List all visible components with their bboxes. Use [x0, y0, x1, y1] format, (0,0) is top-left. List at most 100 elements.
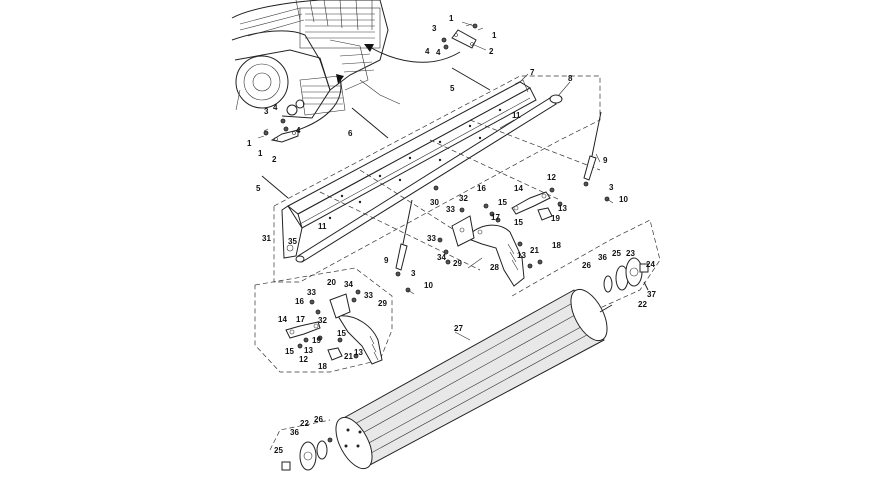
dashed-frame-lower-left [254, 267, 393, 373]
bracket-14-right [511, 187, 555, 221]
drive-assembly-left [281, 437, 333, 471]
callout: 22 [638, 300, 647, 309]
rod-5-top [451, 67, 491, 91]
callout: 13 [354, 348, 363, 357]
arrow-head-top [364, 44, 374, 52]
callout: 6 [348, 129, 353, 138]
callout: 15 [285, 347, 294, 356]
callout: 5 [256, 184, 261, 193]
callout: 19 [551, 214, 560, 223]
callout: 16 [295, 297, 304, 306]
callout: 4 [425, 47, 430, 56]
callout: 8 [568, 74, 573, 83]
callout: 27 [454, 324, 463, 333]
callout: 29 [453, 259, 462, 268]
callout: 25 [274, 446, 283, 455]
callout: 35 [288, 237, 297, 246]
dashed-guides [319, 119, 601, 271]
callout: 15 [514, 218, 523, 227]
main-frame [281, 79, 537, 259]
callout: 20 [327, 278, 336, 287]
callout: 36 [290, 428, 299, 437]
callout: 13 [517, 251, 526, 260]
hardware-right-cluster [433, 185, 563, 269]
callout: 34 [437, 253, 446, 262]
callout: 21 [530, 246, 539, 255]
callout: 33 [307, 288, 316, 297]
callout: 2 [272, 155, 277, 164]
callout: 26 [314, 415, 323, 424]
gas-spring-center [395, 199, 413, 277]
callout: 23 [626, 249, 635, 258]
arrow-line-top [367, 45, 461, 63]
callout: 1 [258, 149, 263, 158]
machine-body [231, 0, 401, 119]
callout: 32 [459, 194, 468, 203]
callout: 33 [446, 205, 455, 214]
callout: 14 [514, 184, 523, 193]
drive-assembly-right [603, 257, 649, 293]
callout: 36 [598, 253, 607, 262]
callout: 3 [609, 183, 614, 192]
callout: 24 [646, 260, 655, 269]
callout: 5 [450, 84, 455, 93]
callout: 17 [296, 315, 305, 324]
leader-lines [454, 21, 601, 341]
callout: 14 [278, 315, 287, 324]
bracket-top [441, 23, 484, 50]
dashed-frame-left-drive [269, 419, 331, 451]
callout: 22 [300, 419, 309, 428]
arrow-head-left [336, 74, 344, 84]
callout: 31 [262, 234, 271, 243]
callout: 33 [364, 291, 373, 300]
dashed-frame-upper [273, 75, 601, 283]
callout: 18 [318, 362, 327, 371]
callout: 17 [491, 213, 500, 222]
callout: 15 [337, 329, 346, 338]
callout: 13 [558, 204, 567, 213]
callout: 16 [477, 184, 486, 193]
callout: 29 [378, 299, 387, 308]
callout: 9 [384, 256, 389, 265]
callout: 10 [619, 195, 628, 204]
callout: 18 [552, 241, 561, 250]
callout: 13 [304, 346, 313, 355]
gas-spring-right [583, 111, 602, 187]
callout: 26 [582, 261, 591, 270]
callout: 1 [449, 14, 454, 23]
callout: 11 [512, 111, 521, 120]
side-plate-28 [451, 215, 525, 287]
callout: 10 [424, 281, 433, 290]
callout: 34 [344, 280, 353, 289]
callout: 12 [299, 355, 308, 364]
callout: 28 [490, 263, 499, 272]
dashed-frame-drive [511, 219, 661, 309]
roller-27 [335, 288, 613, 470]
callout: 3 [264, 107, 269, 116]
shaft-8 [295, 94, 563, 263]
callout-labels: 1 1 2 3 4 4 5 7 8 11 3 4 4 1 1 2 6 5 9 3… [247, 14, 656, 455]
rod-5-left [261, 175, 289, 199]
callout: 3 [411, 269, 416, 278]
callout: 30 [430, 198, 439, 207]
callout: 1 [492, 31, 497, 40]
callout: 4 [273, 103, 278, 112]
callout: 4 [436, 48, 441, 57]
bracket-assembly-left [285, 289, 383, 365]
callout: 4 [296, 126, 301, 135]
callout: 32 [318, 316, 327, 325]
callout: 37 [647, 290, 656, 299]
callout: 7 [530, 68, 535, 77]
bracket-left [257, 118, 299, 143]
callout: 33 [427, 234, 436, 243]
rod-6 [351, 107, 389, 139]
callout: 19 [312, 336, 321, 345]
callout: 1 [247, 139, 252, 148]
callout: 25 [612, 249, 621, 258]
callout: 12 [547, 173, 556, 182]
callout: 3 [432, 24, 437, 33]
arrow-line-left [291, 77, 342, 133]
callout: 15 [498, 198, 507, 207]
